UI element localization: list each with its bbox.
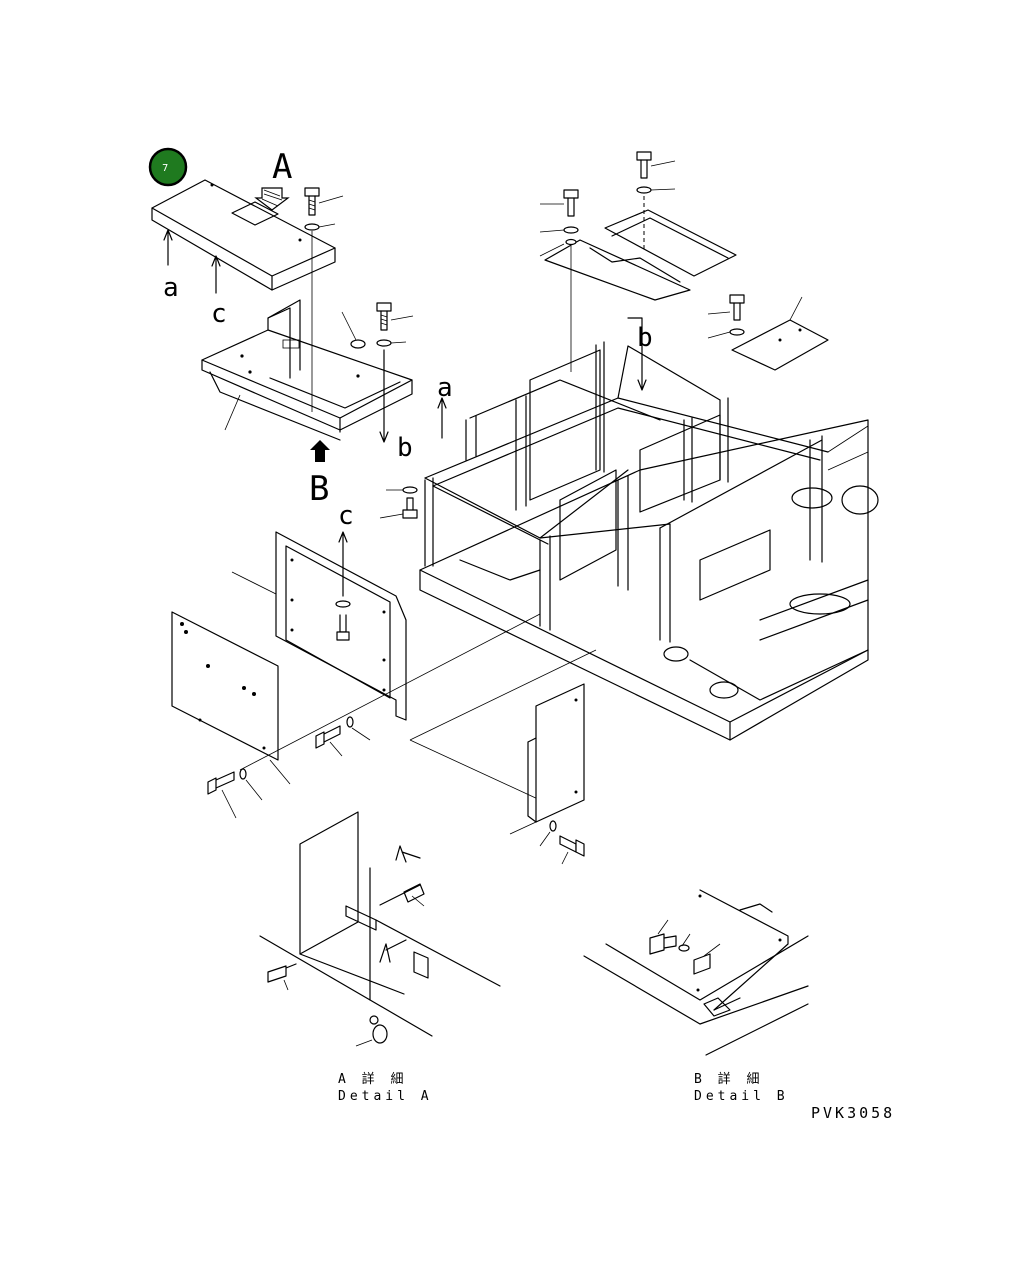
detail-a-en: Detail A bbox=[338, 1089, 433, 1104]
ref-label-c1: c bbox=[211, 299, 227, 329]
detail-b-en: Detail B bbox=[694, 1089, 789, 1104]
bolt-7 bbox=[207, 768, 263, 819]
bolt-6 bbox=[379, 486, 418, 519]
view-arrow-b bbox=[310, 440, 330, 462]
ref-label-a2: a bbox=[437, 373, 453, 403]
detail-a-drawing bbox=[259, 811, 501, 1047]
top-cover bbox=[151, 179, 336, 291]
badge-circle bbox=[148, 147, 188, 187]
view-arrow-a bbox=[254, 187, 290, 211]
top-plate-2 bbox=[544, 239, 691, 301]
top-plate-1 bbox=[604, 209, 737, 277]
bolt-8 bbox=[269, 716, 371, 785]
drawing-code: PVK3058 bbox=[811, 1104, 895, 1122]
bolt-5 bbox=[707, 294, 745, 339]
badge-number: 7 bbox=[162, 163, 168, 174]
ref-label-b2: b bbox=[637, 323, 653, 353]
perforated-panel bbox=[171, 611, 279, 761]
detail-b-drawing bbox=[583, 889, 809, 1056]
bolt-1 bbox=[304, 187, 344, 231]
ref-label-a1: a bbox=[163, 273, 179, 303]
bolt-3 bbox=[636, 151, 676, 250]
bolt-4 bbox=[539, 189, 579, 372]
bolt-2 bbox=[376, 302, 414, 347]
detail-b-jp: B 詳 細 bbox=[694, 1071, 763, 1087]
part-badge[interactable]: 7 bbox=[148, 147, 188, 187]
box-body bbox=[201, 299, 413, 441]
side-panel bbox=[509, 683, 585, 865]
detail-a-jp: A 詳 細 bbox=[338, 1071, 407, 1087]
top-plate-3 bbox=[731, 296, 829, 371]
view-label-a: A bbox=[272, 147, 292, 187]
main-frame bbox=[419, 341, 879, 741]
ref-label-c2: c bbox=[338, 501, 354, 531]
side-door bbox=[231, 531, 407, 721]
ref-label-b1: b bbox=[397, 433, 413, 463]
view-label-b: B bbox=[309, 469, 329, 509]
